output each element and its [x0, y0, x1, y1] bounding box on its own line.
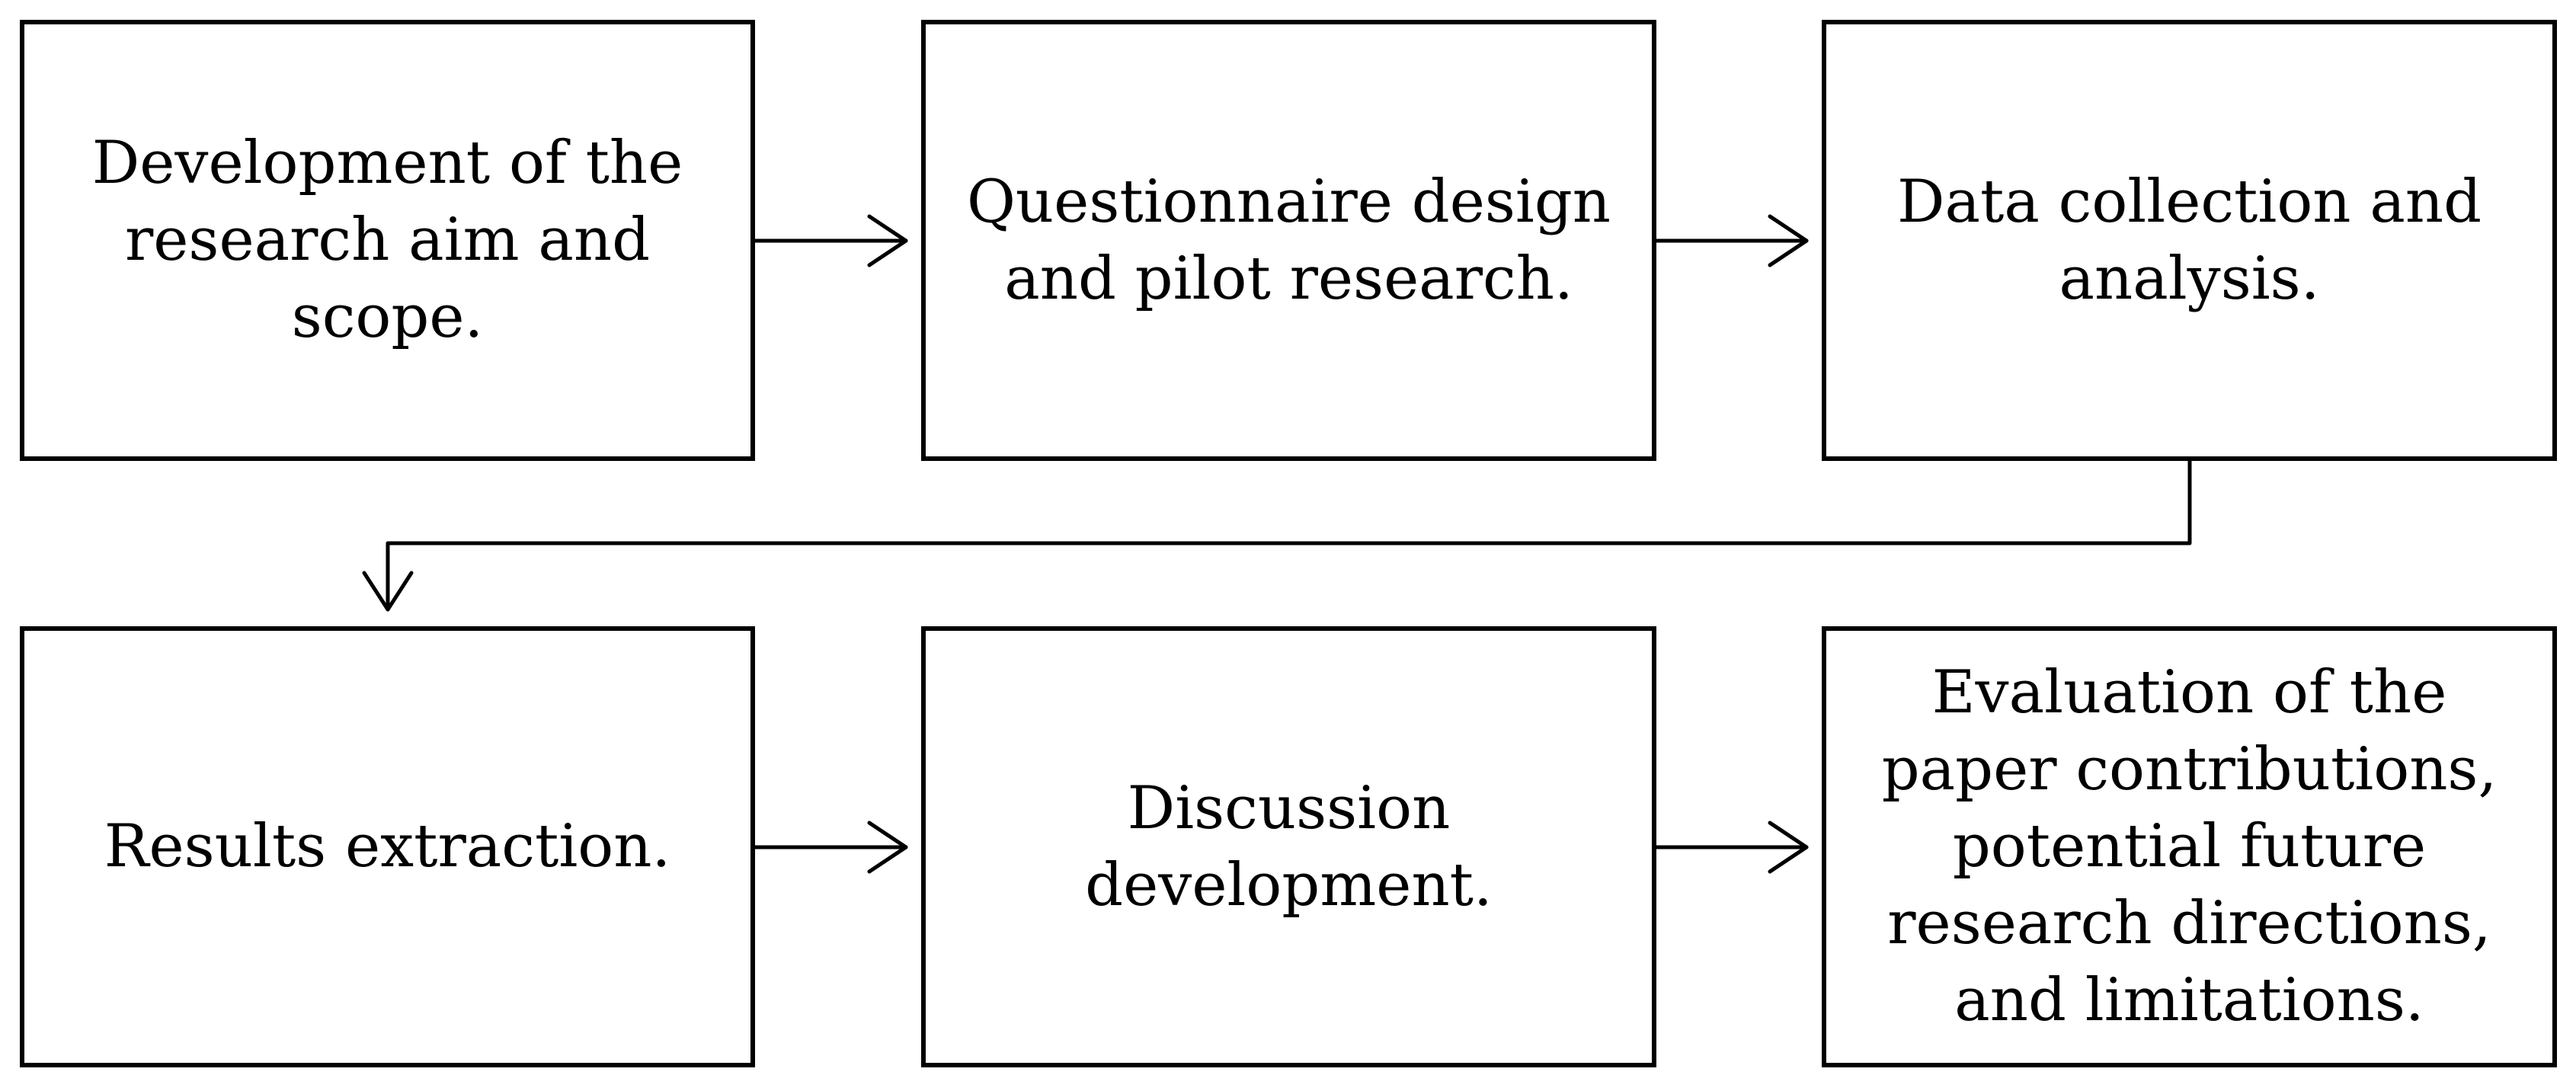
step-box-discussion-development: Discussion development.: [921, 626, 1656, 1067]
step-label: Results extraction.: [104, 812, 671, 881]
arrow-step-4-to-step-5: [753, 821, 908, 874]
arrow-step-5-to-step-6: [1654, 821, 1809, 874]
arrow-step-1-to-step-2: [753, 214, 908, 267]
step-box-research-aim: Development of the research aim and scop…: [20, 20, 755, 461]
step-label: Development of the research aim and scop…: [91, 129, 683, 351]
step-label: Discussion development.: [1085, 773, 1493, 920]
step-label: Questionnaire design and pilot research.: [966, 167, 1611, 313]
step-label: Data collection and analysis.: [1896, 167, 2482, 313]
step-box-evaluation: Evaluation of the paper contributions, p…: [1822, 626, 2557, 1067]
step-box-data-collection: Data collection and analysis.: [1822, 20, 2557, 461]
arrow-step-3-to-step-4: [362, 459, 2192, 612]
arrow-step-2-to-step-3: [1654, 214, 1809, 267]
step-box-questionnaire-design: Questionnaire design and pilot research.: [921, 20, 1656, 461]
step-box-results-extraction: Results extraction.: [20, 626, 755, 1067]
step-label: Evaluation of the paper contributions, p…: [1881, 658, 2498, 1035]
